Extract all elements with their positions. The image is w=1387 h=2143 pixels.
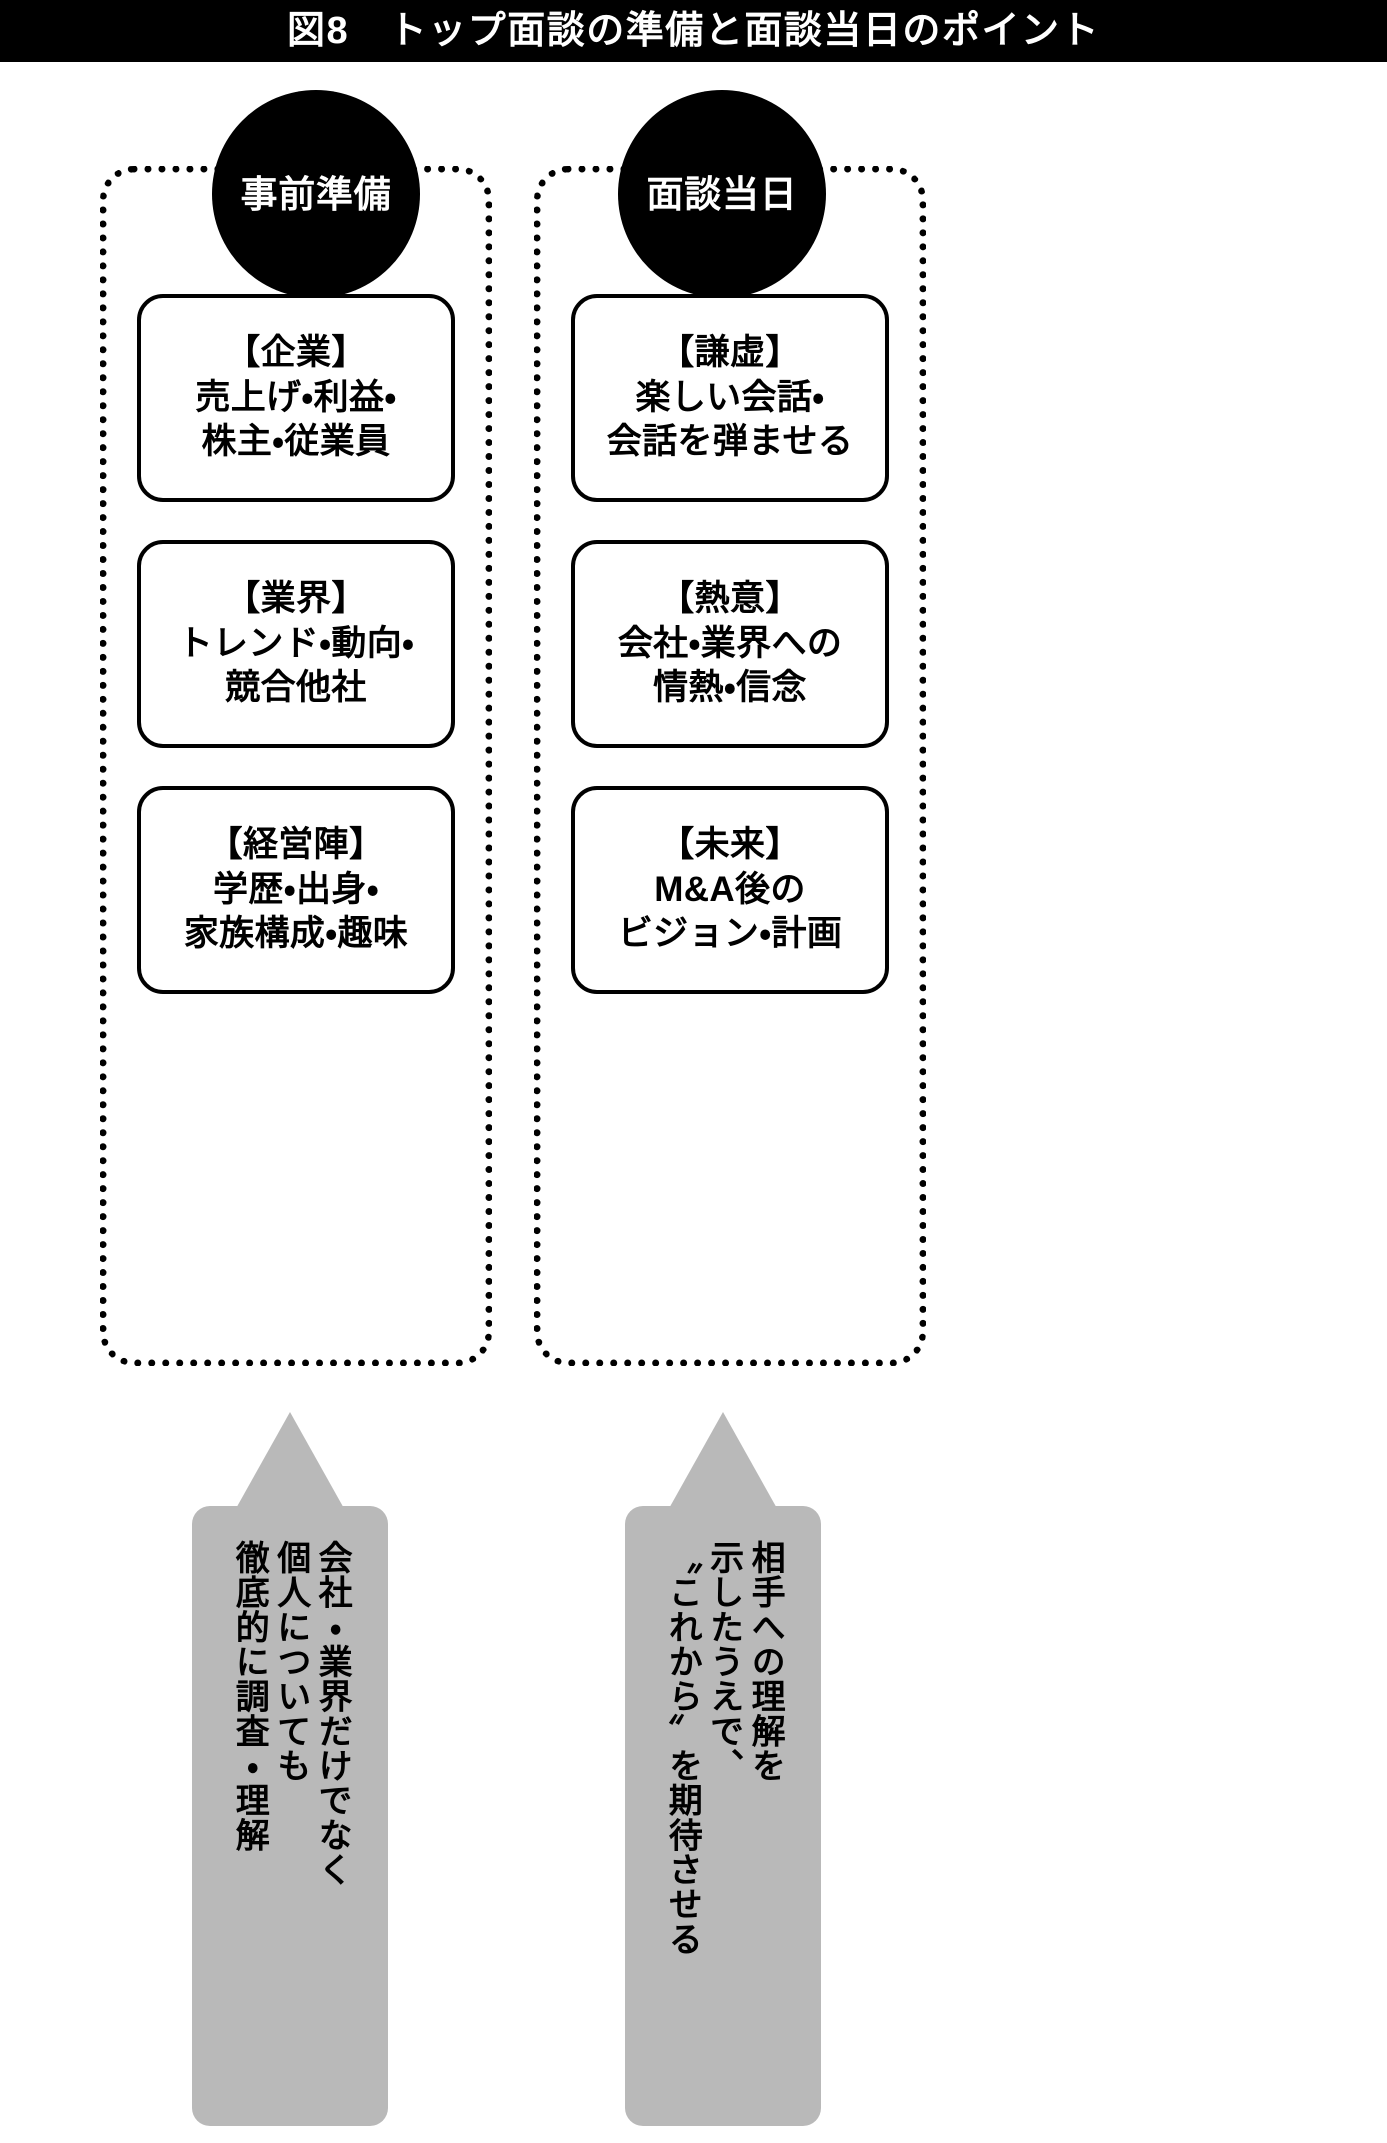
card-preparation-1: 【企業】 売上げ・利益・ 株主・従業員 <box>137 294 455 502</box>
callout-line: 徹底的に調査・理解 <box>230 1540 269 1853</box>
card-line: 株主・従業員 <box>201 422 391 462</box>
card-preparation-3: 【経営陣】 学歴・出身・ 家族構成・趣味 <box>137 786 455 994</box>
callout-line: 会社・業界だけでなく <box>313 1540 352 1887</box>
card-line: 会話を弾ませる <box>606 422 854 462</box>
group-badge-label: 事前準備 <box>240 173 392 215</box>
callout-body: 会社・業界だけでなく 個人についても 徹底的に調査・理解 <box>192 1506 388 2126</box>
card-line: トレンド・動向・ <box>177 623 415 663</box>
callout-preparation: 会社・業界だけでなく 個人についても 徹底的に調査・理解 <box>192 1412 388 2126</box>
card-interview-day-3: 【未来】 M&A後の ビジョン・計画 <box>571 786 889 994</box>
card-line: 競合他社 <box>225 668 367 708</box>
group-badge-interview-day: 面談当日 <box>618 90 826 298</box>
callout-line: 示したうえで、 <box>704 1540 743 1783</box>
card-line: 会社・業界への <box>617 623 843 663</box>
card-line: 【熱意】 <box>659 578 801 618</box>
card-line: 売上げ・利益・ <box>195 377 397 417</box>
group-badge-label: 面談当日 <box>646 173 798 215</box>
card-preparation-2: 【業界】 トレンド・動向・ 競合他社 <box>137 540 455 748</box>
card-line: 情熱・信念 <box>653 668 807 708</box>
callout-line: 個人についても <box>271 1540 310 1783</box>
card-line: 【業界】 <box>225 578 367 618</box>
callout-body: 相手への理解を 示したうえで、 〝これから〟を期待させる <box>625 1506 821 2126</box>
card-line: 家族構成・趣味 <box>183 914 409 954</box>
callout-line: 相手への理解を <box>746 1540 785 1783</box>
card-line: ビジョン・計画 <box>617 914 843 954</box>
card-line: 楽しい会話・ <box>635 377 825 417</box>
figure-title-bar: 図8 トップ面談の準備と面談当日のポイント <box>0 0 1387 62</box>
card-line: 【謙虚】 <box>659 332 801 372</box>
card-line: 【未来】 <box>659 824 801 864</box>
figure-title: 図8 トップ面談の準備と面談当日のポイント <box>286 10 1101 52</box>
callout-interview-day: 相手への理解を 示したうえで、 〝これから〟を期待させる <box>625 1412 821 2126</box>
callout-line: 〝これから〟を期待させる <box>663 1540 702 1957</box>
group-badge-preparation: 事前準備 <box>212 90 420 298</box>
card-line: M&A後の <box>654 869 806 909</box>
callout-arrow-up-icon <box>667 1412 779 1512</box>
card-line: 【経営陣】 <box>207 824 385 864</box>
card-line: 【企業】 <box>225 332 367 372</box>
card-line: 学歴・出身・ <box>213 869 379 909</box>
callout-arrow-up-icon <box>234 1412 346 1512</box>
card-interview-day-2: 【熱意】 会社・業界への 情熱・信念 <box>571 540 889 748</box>
card-interview-day-1: 【謙虚】 楽しい会話・ 会話を弾ませる <box>571 294 889 502</box>
